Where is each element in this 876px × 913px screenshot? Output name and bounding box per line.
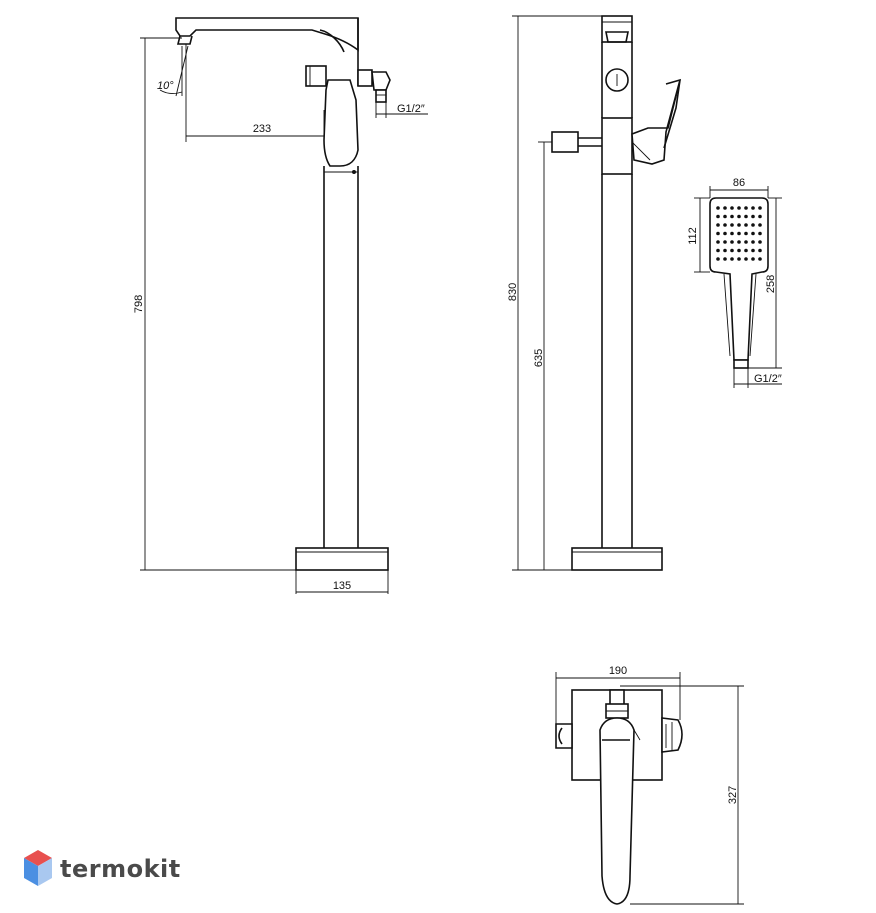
nozzle-dot — [737, 223, 741, 227]
hand-shower — [709, 197, 769, 369]
nozzle-dot — [751, 257, 755, 261]
spout-angle-label: 10° — [157, 80, 174, 92]
nozzle-dot — [751, 206, 755, 210]
nozzle-dot — [716, 248, 720, 253]
termokit-logo: termokit — [24, 850, 181, 886]
nozzle-dot — [730, 231, 734, 236]
nozzle-dot — [737, 240, 741, 244]
nozzle-dot — [716, 214, 720, 219]
side-view-dimensions: 830 635 — [507, 15, 602, 571]
nozzle-dot — [751, 231, 755, 236]
nozzle-dot — [751, 248, 755, 253]
nozzle-dot — [744, 257, 748, 261]
nozzle-dot — [744, 248, 748, 253]
nozzle-dot — [758, 231, 762, 236]
nozzle-dot — [751, 223, 755, 227]
plan-view — [555, 689, 683, 905]
nozzle-dot — [723, 231, 727, 236]
hand-shower-dimensions: 86 112 258 G1/2″ — [687, 177, 782, 388]
nozzle-dot — [737, 214, 741, 219]
nozzle-dot — [716, 231, 720, 236]
cube-icon — [24, 850, 52, 886]
nozzle-dot — [723, 248, 727, 253]
nozzle-dot — [730, 223, 734, 227]
nozzle-dot — [716, 257, 720, 261]
nozzle-dot — [730, 214, 734, 219]
nozzle-dot — [758, 248, 762, 253]
nozzle-dot — [744, 214, 748, 219]
nozzle-dot — [723, 223, 727, 227]
plan-depth-label: 327 — [727, 786, 739, 804]
nozzle-dot — [716, 240, 720, 244]
nozzle-dot — [716, 223, 720, 227]
nozzle-dot — [751, 240, 755, 244]
hand-shower-head-height-label: 112 — [687, 227, 699, 245]
nozzle-dot — [737, 231, 741, 236]
nozzle-dot — [723, 206, 727, 210]
height-inlet-label: 635 — [533, 349, 545, 367]
nozzle-dot — [758, 206, 762, 210]
nozzle-dot — [758, 257, 762, 261]
nozzle-dot — [737, 206, 741, 210]
nozzle-dot — [723, 257, 727, 261]
nozzle-dot — [730, 206, 734, 210]
nozzle-dot — [723, 214, 727, 219]
front-view — [175, 17, 391, 571]
plan-width-label: 190 — [609, 665, 627, 677]
nozzle-dot — [737, 248, 741, 253]
nozzle-dot — [723, 240, 727, 244]
front-view-dimensions: 798 233 10° G1/2″ 135 — [133, 37, 428, 594]
hand-shower-width-label: 86 — [733, 177, 745, 189]
nozzle-dot — [737, 257, 741, 261]
nozzle-dot — [730, 248, 734, 253]
nozzle-grid — [716, 206, 762, 261]
brand-name: termokit — [60, 855, 181, 883]
spout-reach-label: 233 — [253, 123, 271, 135]
hand-shower-thread-label: G1/2″ — [754, 373, 782, 385]
height-total-side-label: 830 — [507, 283, 519, 301]
base-width-label: 135 — [333, 580, 351, 592]
nozzle-dot — [751, 214, 755, 219]
nozzle-dot — [744, 240, 748, 244]
nozzle-dot — [744, 223, 748, 227]
nozzle-dot — [730, 257, 734, 261]
height-total-front-label: 798 — [133, 295, 145, 313]
side-view — [551, 15, 681, 571]
inlet-thread-label: G1/2″ — [397, 103, 425, 115]
nozzle-dot — [744, 206, 748, 210]
nozzle-dot — [730, 240, 734, 244]
nozzle-dot — [744, 231, 748, 236]
plan-view-dimensions: 190 327 — [555, 665, 744, 905]
hand-shower-length-label: 258 — [765, 275, 777, 293]
nozzle-dot — [758, 223, 762, 227]
nozzle-dot — [758, 214, 762, 219]
nozzle-dot — [716, 206, 720, 210]
nozzle-dot — [758, 240, 762, 244]
